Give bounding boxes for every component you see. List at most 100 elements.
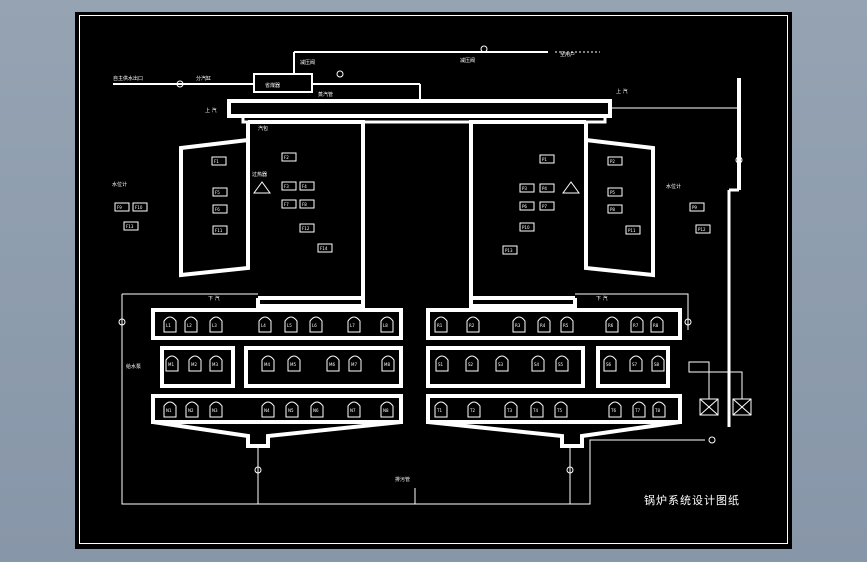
instrument-tag: P10 [519,222,535,232]
instrument-tag: F1 [211,156,227,166]
instrument-tag-label: P11 [628,228,636,233]
burner-label: L2 [187,323,192,328]
thin-piping [118,293,752,505]
burner-label: R7 [633,323,639,328]
instrument-tag-label: F13 [126,224,134,229]
label-top-left-valve: 分汽缸 [196,75,211,82]
burner-label: R1 [437,323,443,328]
burner-label: S5 [558,362,564,367]
burner-label: N4 [264,408,270,413]
burner-label: T6 [610,408,616,413]
instrument-tag-label: F2 [284,155,289,160]
instrument-tag-label: P10 [522,225,530,230]
burner: T4 [530,401,544,418]
label-left-stage-top: 过热器 [252,171,267,178]
instrument-tag: P6 [519,201,535,211]
right-furnace-chambers [426,298,682,448]
burner: L8 [380,316,394,333]
burner-label: T7 [634,408,640,413]
instrument-tag: P11 [625,225,641,235]
label-top-left-inlet: 自主供水出口 [113,75,143,82]
burner: M3 [209,355,223,372]
burner-label: M6 [329,362,335,367]
instrument-tag-label: F1 [214,159,219,164]
burner: L3 [209,316,223,333]
burner: T1 [434,401,448,418]
burner: R6 [605,316,619,333]
instrument-tag-label: F6 [215,207,220,212]
instrument-tag: F4 [299,181,315,191]
burner-label: M2 [191,362,197,367]
burner-label: N2 [188,408,194,413]
burner: N8 [380,401,394,418]
instrument-tag: P5 [607,187,623,197]
instrument-tag-label: P3 [522,186,527,191]
burner: S8 [651,355,665,372]
burner-label: N3 [212,408,218,413]
instrument-tag: P2 [607,156,623,166]
instrument-tag: F14 [317,243,333,253]
instrument-tag-label: F12 [302,226,310,231]
instrument-tag-label: P9 [692,205,697,210]
burner-label: N1 [166,408,172,413]
burner: S6 [603,355,617,372]
burner-label: M3 [212,362,218,367]
burner: R8 [650,316,664,333]
instrument-tag-label: P5 [610,190,615,195]
instrument-tag: F6 [212,204,228,214]
burner: N6 [310,401,324,418]
burner-label: N8 [383,408,389,413]
header-drum [227,99,612,124]
burner: S3 [495,355,509,372]
burner: R2 [466,316,480,333]
instrument-tag: F11 [212,225,228,235]
label-left-bubble: 水位计 [112,181,127,188]
burner-label: L7 [350,323,355,328]
label-top-pipe: 蒸汽管 [318,91,333,98]
burner: M7 [348,355,362,372]
burner-label: L6 [312,323,317,328]
burner-label: S3 [498,362,504,367]
burner: L7 [347,316,361,333]
burner-label: R5 [563,323,569,328]
burner: M5 [287,355,301,372]
instrument-tag: P4 [539,183,555,193]
burner: N5 [285,401,299,418]
burner-label: M1 [168,362,174,367]
burner: N1 [163,401,177,418]
burner-label: M8 [384,362,390,367]
burner: S1 [435,355,449,372]
burner-label: T8 [654,408,660,413]
burner: R5 [560,316,574,333]
burner-label: S2 [468,362,474,367]
instrument-tag-label: P13 [505,248,513,253]
burner: T3 [504,401,518,418]
instrument-tag-label: F14 [320,246,328,251]
burner-label: T3 [506,408,512,413]
burner-label: L1 [166,323,171,328]
right-riser-pipe [610,78,743,427]
instrument-tag: P8 [607,204,623,214]
warning-triangles [253,181,580,194]
instrument-tag: F7 [281,199,297,209]
instrument-tag: P13 [502,245,518,255]
burner-label: L3 [212,323,217,328]
burner: S5 [555,355,569,372]
burner: R1 [434,316,448,333]
burner-label: R2 [469,323,475,328]
burner-label: T2 [469,408,475,413]
burner: R4 [537,316,551,333]
burner: S4 [531,355,545,372]
instrument-tag-label: F9 [117,205,122,210]
instrument-tag-label: P1 [542,157,547,162]
burner-label: T5 [556,408,562,413]
label-left-side-tag: 给水泵 [126,363,141,370]
burner: S7 [629,355,643,372]
instrument-tag-label: F5 [215,190,220,195]
instrument-tag-label: P8 [610,207,615,212]
burner: M8 [381,355,395,372]
burner: L1 [163,316,177,333]
